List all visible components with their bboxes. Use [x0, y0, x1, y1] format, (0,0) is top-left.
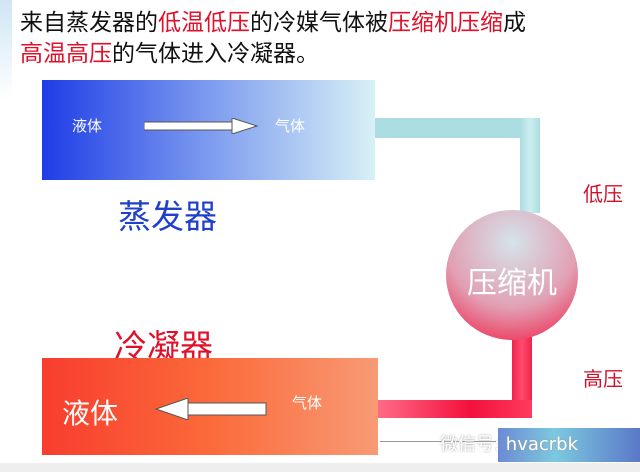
bottom-bar [0, 463, 640, 472]
title-highlight: 低温低压 [158, 10, 250, 36]
evaporator-gas-label: 气体 [275, 117, 306, 135]
evaporator-box: 液体 气体 [42, 80, 375, 180]
title-highlight: 压缩机压缩 [388, 10, 503, 36]
decor-strip [0, 0, 12, 100]
title-text: 的气体进入冷凝器。 [112, 41, 319, 67]
low-pressure-label: 低压 [583, 182, 623, 206]
compressor-label: 压缩机 [467, 266, 557, 301]
slide-title: 来自蒸发器的低温低压的冷媒气体被压缩机压缩成高温高压的气体进入冷凝器。 [20, 8, 635, 70]
compressor-circle [446, 210, 578, 340]
low-pressure-pipe [375, 118, 540, 138]
high-pressure-label: 高压 [583, 367, 623, 391]
evaporator-liquid-label: 液体 [72, 117, 103, 135]
decor-band [498, 428, 640, 462]
title-highlight: 高温高压 [20, 41, 112, 67]
high-pressure-pipe [378, 400, 532, 418]
condenser-liquid-label: 液体 [62, 397, 119, 430]
title-text: 的冷媒气体被 [250, 10, 388, 36]
condenser-box: 液体 气体 [42, 358, 378, 455]
low-pressure-pipe-vertical [520, 118, 540, 213]
arrow-left-icon [154, 398, 267, 420]
evaporator-label: 蒸发器 [118, 197, 217, 236]
high-pressure-pipe-vertical [512, 335, 532, 418]
title-text: 来自蒸发器的 [20, 10, 158, 36]
arrow-right-icon [144, 118, 259, 134]
condenser-gas-label: 气体 [292, 394, 323, 412]
title-text: 成 [503, 10, 526, 36]
watermark: 微信号: hvacrbk [440, 434, 579, 455]
